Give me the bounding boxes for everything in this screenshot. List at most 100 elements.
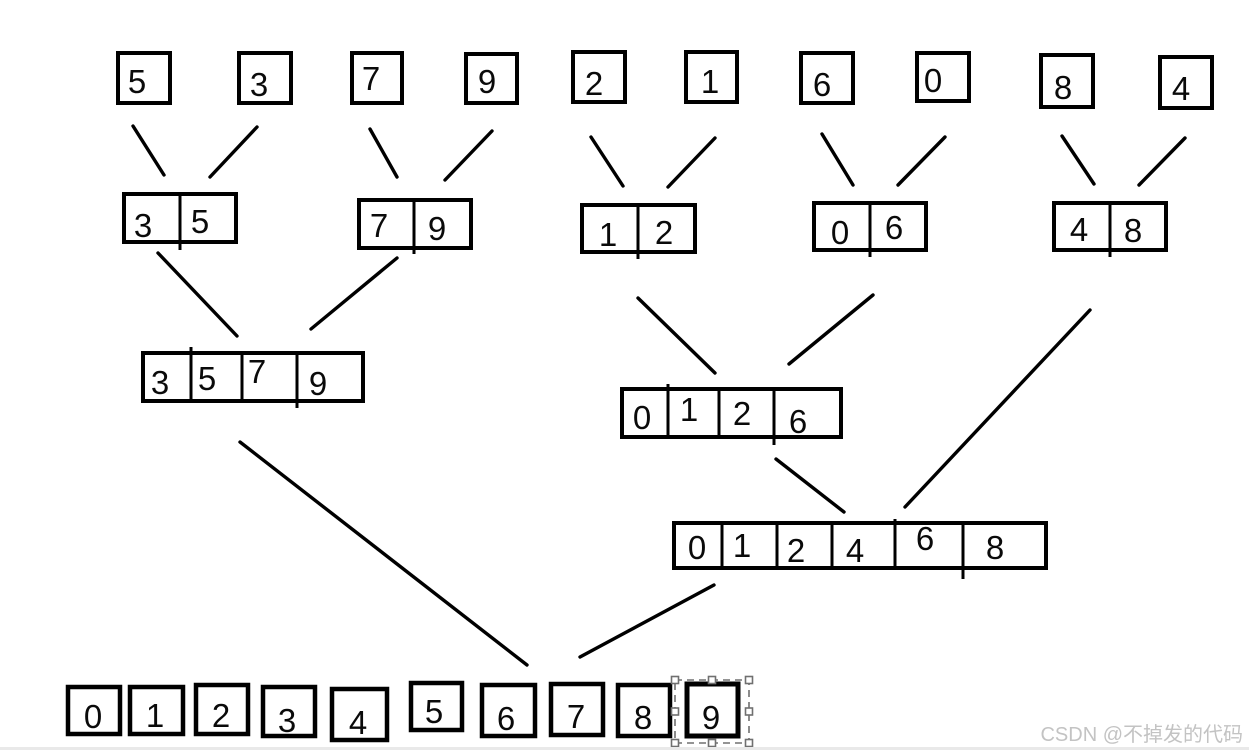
bottom-box[interactable]: 8 [615,682,673,739]
box-outline [350,51,404,105]
bottom-box[interactable]: 0 [65,684,123,737]
single-box[interactable]: 8 [1039,53,1095,109]
bottom-row: 0 1 2 3 4 5 6 7 [65,680,741,743]
cell-value: 7 [567,698,585,735]
cell-value: 0 [633,399,651,436]
connector-line[interactable] [896,135,947,187]
selection-marquee [670,675,754,748]
single-box[interactable]: 6 [799,51,855,105]
selection-handle-ne[interactable] [744,675,754,685]
level1-row: 5 3 7 9 2 1 6 0 [116,50,1214,110]
single-box[interactable]: 7 [350,51,404,105]
cell-value: 1 [733,527,751,564]
pair-box[interactable]: 0 6 [812,201,928,257]
connector-line[interactable] [903,308,1092,509]
pair-box[interactable]: 4 8 [1052,201,1168,257]
bottom-box[interactable]: 7 [548,681,606,738]
single-box[interactable]: 9 [464,52,519,105]
single-box[interactable]: 5 [116,51,172,105]
connector-line[interactable] [309,256,399,331]
box-outline [548,681,606,738]
connector-line[interactable] [666,136,717,189]
selection-handle-sw[interactable] [670,738,680,748]
pair-box[interactable]: 7 9 [357,198,473,254]
selection-handle-e[interactable] [744,707,754,716]
connector-line[interactable] [368,127,399,179]
cell-value: 5 [425,693,443,730]
cell-value: 4 [846,532,864,569]
bottom-box[interactable]: 2 [193,682,251,737]
connector-lines [131,124,1187,667]
cell-value: 1 [146,697,164,734]
cell-value: 5 [198,360,216,397]
cell-value: 9 [428,210,446,247]
single-box[interactable]: 2 [571,50,627,104]
six-box[interactable]: 0 1 2 4 6 8 [672,519,1048,579]
cell-value: 2 [655,214,673,251]
cell-value: 7 [248,353,266,390]
cell-value: 5 [191,203,209,240]
cell-value: 9 [702,699,720,736]
level2-row: 3 5 7 9 1 2 0 6 4 8 [122,192,1168,259]
bottom-box[interactable]: 1 [127,684,186,737]
cell-value: 5 [128,63,146,100]
bottom-box[interactable]: 6 [479,682,538,739]
pair-box[interactable]: 3 5 [122,192,238,250]
connector-line[interactable] [820,132,855,187]
connector-line[interactable] [131,124,166,177]
pair-box[interactable]: 1 2 [580,203,697,259]
connector-line[interactable] [238,440,529,667]
bottom-box[interactable]: 5 [408,680,465,733]
cell-value: 8 [986,529,1004,566]
level3-row: 3 5 7 9 0 1 2 6 [141,347,843,445]
connector-line[interactable] [443,129,494,182]
single-box[interactable]: 1 [684,50,739,104]
box-outline [615,682,673,739]
connector-line[interactable] [156,251,239,338]
connector-line[interactable] [589,135,625,188]
selection-handle-w[interactable] [670,707,680,716]
quad-box[interactable]: 0 1 2 6 [620,384,843,445]
selection-handle-se[interactable] [744,738,754,748]
cell-value: 4 [1070,211,1088,248]
selection-handle-n[interactable] [707,675,717,685]
cell-value: 3 [250,66,268,103]
connector-line[interactable] [208,125,259,179]
selection-handle-nw[interactable] [670,675,680,685]
cell-value: 6 [916,520,934,557]
cell-value: 2 [787,532,805,569]
selection-handle-s[interactable] [707,738,717,748]
connector-line[interactable] [1060,134,1096,186]
connector-line[interactable] [787,293,875,366]
bottom-box[interactable]: 3 [260,684,318,739]
box-outline [237,51,293,105]
single-box[interactable]: 4 [1158,55,1214,110]
box-outline [915,51,971,103]
canvas-bottom-border [0,747,1249,750]
connector-line[interactable] [774,457,846,514]
box-outline [672,521,1048,570]
connector-line[interactable] [1137,136,1187,187]
cell-value: 2 [212,697,230,734]
cell-value: 4 [349,704,367,741]
single-box[interactable]: 0 [915,51,971,103]
box-outline [329,686,390,743]
quad-box[interactable]: 3 5 7 9 [141,347,365,408]
cell-value: 1 [680,391,698,428]
box-outline [571,50,627,104]
cell-value: 4 [1172,70,1190,107]
connector-line[interactable] [636,296,717,375]
cell-value: 8 [1054,69,1072,106]
connector-line[interactable] [578,583,716,659]
cell-value: 6 [497,700,515,737]
box-outline [65,684,123,737]
bottom-box-selected[interactable]: 9 [684,681,741,739]
cell-value: 7 [370,207,388,244]
bottom-box[interactable]: 4 [329,686,390,743]
cell-value: 6 [813,66,831,103]
box-outline [1039,53,1095,109]
cell-value: 8 [634,699,652,736]
single-box[interactable]: 3 [237,51,293,105]
